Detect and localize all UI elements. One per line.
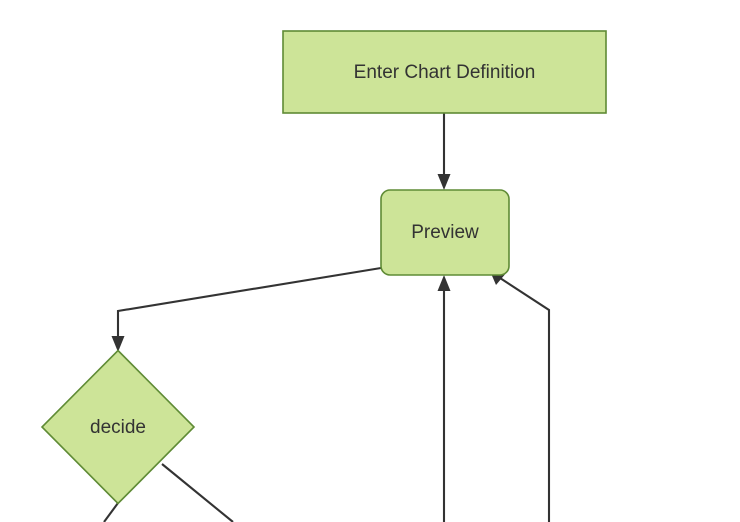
node-preview[interactable]: Preview — [380, 189, 510, 276]
edge-offscreen-to-preview-right-line — [499, 277, 551, 522]
edge-decide-to-offscreen-right-line — [161, 463, 234, 522]
edge-enter-to-preview[interactable] — [437, 113, 451, 190]
edge-preview-to-decide[interactable] — [111, 266, 382, 352]
edge-offscreen-to-preview-center[interactable] — [437, 275, 451, 522]
node-decide-shape — [40, 349, 196, 505]
node-preview-shape — [380, 189, 510, 276]
edge-decide-to-offscreen-left[interactable] — [103, 502, 119, 522]
edge-decide-to-offscreen-left-line — [103, 502, 119, 522]
node-decide[interactable]: decide — [40, 349, 196, 505]
edge-decide-to-offscreen-right[interactable] — [161, 463, 234, 522]
edge-offscreen-to-preview-center-arrowhead — [437, 275, 451, 291]
edge-offscreen-to-preview-right[interactable] — [490, 271, 551, 522]
edge-preview-to-decide-line — [116, 266, 382, 341]
node-enter-chart-definition-shape — [282, 30, 607, 114]
node-enter-chart-definition[interactable]: Enter Chart Definition — [282, 30, 607, 114]
edge-preview-to-decide-arrowhead — [111, 336, 125, 352]
node-layer: Enter Chart Definition Preview decide — [40, 30, 607, 505]
edge-enter-to-preview-arrowhead — [437, 174, 451, 190]
edge-layer — [103, 113, 551, 522]
